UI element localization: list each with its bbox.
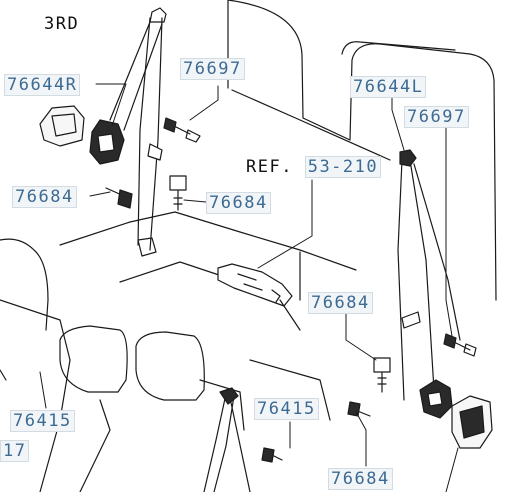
belt-left-anchor-top bbox=[399, 149, 417, 167]
seat-mid-headrest-2 bbox=[135, 331, 205, 401]
label-76684-bottom-right[interactable]: 76684 bbox=[328, 468, 393, 490]
belt-right-webbing-2 bbox=[149, 17, 163, 251]
belt-left-webbing-3 bbox=[413, 163, 461, 341]
leader-lines bbox=[39, 83, 459, 492]
label-76644R[interactable]: 76644R bbox=[4, 74, 81, 96]
leader-76644R bbox=[95, 83, 127, 127]
bolt-center-lower-head bbox=[261, 447, 275, 463]
row-label: 3RD bbox=[44, 14, 80, 34]
ref-prefix: REF. bbox=[246, 157, 293, 177]
ref-number[interactable]: 53-210 bbox=[304, 156, 382, 178]
ref-label[interactable]: REF. 53-210 bbox=[246, 156, 382, 178]
label-cut-left[interactable]: 17 bbox=[0, 440, 30, 462]
label-76697-center[interactable]: 76697 bbox=[180, 58, 245, 80]
leader-76415-left bbox=[39, 371, 47, 409]
seat-left-headrest bbox=[0, 238, 49, 331]
bolt-76697-right bbox=[443, 333, 477, 357]
seat-left-back bbox=[0, 299, 71, 361]
cushion-edge bbox=[59, 211, 357, 271]
floor-bracket-ref bbox=[217, 263, 293, 307]
label-76415-left[interactable]: 76415 bbox=[10, 410, 75, 432]
belt-left-webbing-1 bbox=[397, 159, 405, 401]
leader-76697-right bbox=[445, 127, 453, 337]
leader-76644L bbox=[391, 95, 405, 151]
leader-76684-left bbox=[89, 191, 111, 197]
belt-right-anchor-top bbox=[149, 7, 167, 23]
seat-back-right bbox=[79, 399, 111, 492]
label-76684-right-mid[interactable]: 76684 bbox=[308, 292, 373, 314]
leader-ref bbox=[257, 179, 313, 269]
bolt-76684-left bbox=[105, 187, 133, 209]
seat-back-center bbox=[199, 379, 245, 431]
bolt-76684-center bbox=[169, 175, 187, 211]
left-belt-stub bbox=[0, 369, 7, 381]
retractor-cover-right bbox=[39, 105, 85, 147]
seatback-outline bbox=[227, 0, 497, 301]
headrest-right bbox=[341, 41, 456, 55]
center-belt-anchor bbox=[219, 387, 239, 405]
label-76697-right[interactable]: 76697 bbox=[404, 106, 469, 128]
belt-right-webbing-1 bbox=[137, 17, 151, 246]
belt-left-webbing-2 bbox=[409, 159, 435, 391]
retractor-right bbox=[89, 119, 125, 165]
bolt-76684-right-mid bbox=[373, 357, 391, 393]
bolt-76697-center bbox=[163, 117, 201, 143]
label-76684-left[interactable]: 76684 bbox=[12, 186, 77, 208]
retractor-cover-left bbox=[451, 395, 493, 449]
leader-76684-center bbox=[183, 199, 207, 203]
belt-left-tongue bbox=[401, 311, 421, 329]
label-76415-center[interactable]: 76415 bbox=[254, 398, 319, 420]
label-76644L[interactable]: 76644L bbox=[350, 76, 427, 98]
seatback-fold-line bbox=[231, 89, 391, 161]
retractor-left bbox=[419, 379, 453, 419]
leader-76684-right-mid bbox=[345, 309, 377, 361]
belt-right-diagonal bbox=[109, 21, 163, 131]
leader-76684-bottom bbox=[355, 411, 367, 467]
seat-cushion-right bbox=[249, 299, 331, 421]
belt-right-bottom-anchor bbox=[137, 237, 157, 257]
bolt-76684-bottom-right bbox=[347, 401, 371, 417]
center-belt bbox=[203, 393, 251, 492]
belt-guide-right bbox=[147, 143, 163, 161]
leader-76684-bottom-right bbox=[445, 447, 459, 492]
label-76684-center[interactable]: 76684 bbox=[206, 192, 271, 214]
leader-76697-center bbox=[189, 85, 219, 121]
